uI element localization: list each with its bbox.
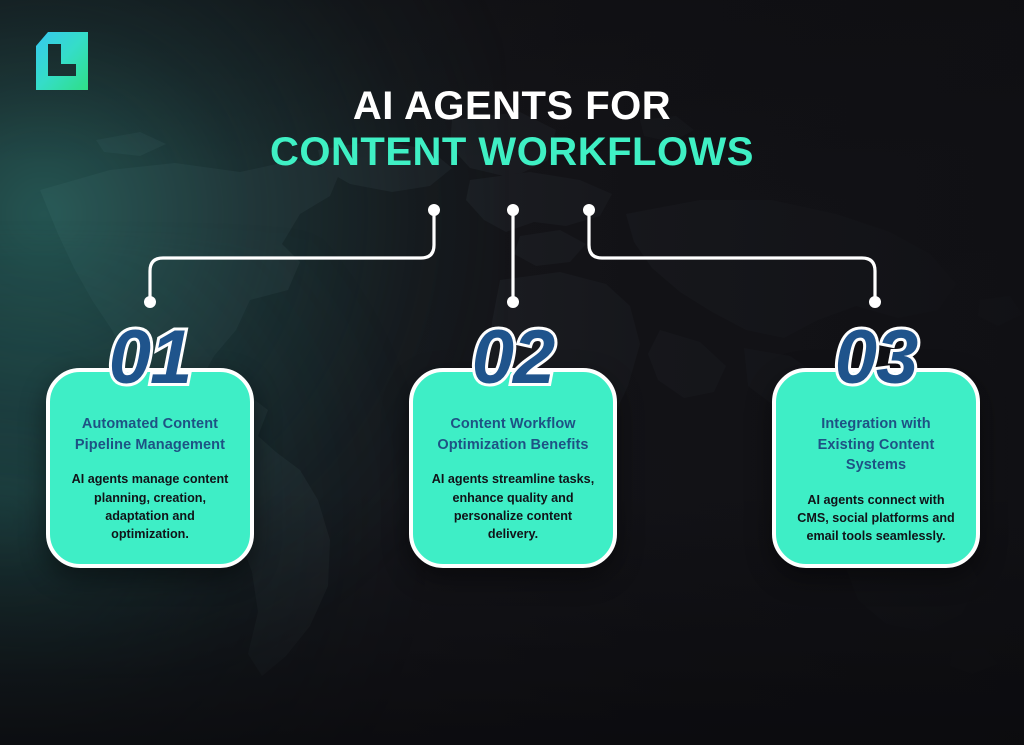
card-heading-02: Content Workflow Optimization Benefits bbox=[437, 416, 589, 453]
info-card-01[interactable]: 01 Automated Content Pipeline Management… bbox=[46, 317, 254, 568]
info-card-03[interactable]: 03 Integration with Existing Content Sys… bbox=[772, 317, 980, 568]
card-heading-03: Integration with Existing Content System… bbox=[817, 416, 935, 474]
card-number-badge-03: 03 bbox=[832, 315, 922, 400]
card-body-02: AI agents streamline tasks, enhance qual… bbox=[431, 472, 595, 542]
card-heading-01: Automated Content Pipeline Management bbox=[74, 416, 226, 453]
g-monogram-logo-icon bbox=[30, 30, 94, 92]
info-card-02[interactable]: 02 Content Workflow Optimization Benefit… bbox=[409, 317, 617, 568]
card-number-badge-01: 01 bbox=[106, 315, 196, 400]
card-number-badge-02: 02 bbox=[469, 315, 559, 400]
card-body-01: AI agents manage content planning, creat… bbox=[71, 472, 229, 542]
card-body-03: AI agents connect with CMS, social platf… bbox=[797, 492, 955, 544]
